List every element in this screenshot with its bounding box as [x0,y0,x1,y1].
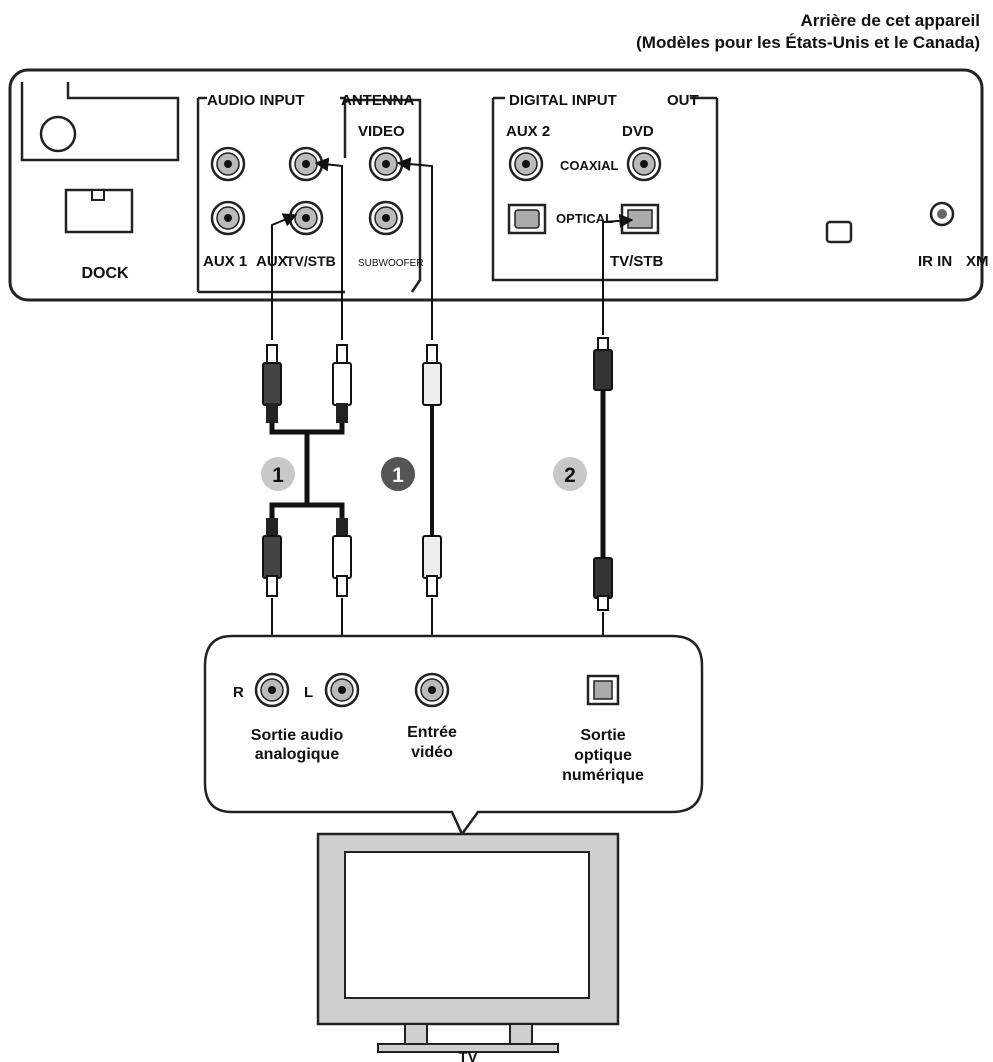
tvstb-label: TV/STB [286,253,336,269]
antenna-group-label: ANTENNA [341,92,414,109]
video-label: VIDEO [358,123,405,140]
svg-text:1: 1 [272,464,284,487]
svg-text:1: 1 [392,464,404,487]
dock-connector-icon [64,188,134,234]
optical-port-tvstb[interactable] [620,203,660,235]
digital-tvstb-label: TV/STB [610,253,664,270]
digital-group-frame [491,96,719,282]
jack-video[interactable] [368,146,404,182]
jack-coaxial-dvd[interactable] [626,146,662,182]
ir-in-label: IR IN [918,253,952,270]
r-label: R [233,684,244,701]
optical-port-aux[interactable] [507,203,547,235]
aux2-label: AUX 2 [506,123,550,140]
jack-ir-in[interactable] [929,201,955,227]
dock-label: DOCK [81,265,129,282]
jack-tvstb[interactable] [288,200,324,236]
xm-label: XM [966,253,989,270]
audio-group-frame [196,96,207,292]
coaxial-label: COAXIAL [560,158,619,173]
audio-out-label-line1: Sortie audio [251,727,344,744]
tv-label: TV [458,1049,477,1062]
dvd-label: DVD [622,123,654,140]
arrow-to-video [396,157,433,340]
header-subtitle: (Modèles pour les États-Unis et le Canad… [636,33,980,52]
knob-icon [39,115,77,153]
arrow-to-aux [314,157,343,340]
badge-optical-cable: 2 [553,457,587,491]
arrow-to-tvstb [271,213,298,340]
service-port-icon [825,220,853,244]
optical-out-label-line1: Sortie [580,727,625,744]
tv-jack-video[interactable] [414,672,450,708]
jack-aux1-top[interactable] [210,146,246,182]
audio-out-label-line2: analogique [255,746,340,763]
jack-aux-top[interactable] [288,146,324,182]
optical-label: OPTICAL [556,211,613,226]
badge-audio-cable: 1 [261,457,295,491]
svg-text:2: 2 [564,464,576,487]
badge-video-cable: 1 [381,457,415,491]
optical-out-label-line3: numérique [562,767,644,784]
audio-plug-red-bottom [262,518,282,597]
jack-coaxial-aux2[interactable] [508,146,544,182]
subwoofer-label: SUBWOOFER [358,258,424,269]
header-title: Arrière de cet appareil [800,11,980,30]
video-in-label-line1: Entrée [407,724,457,741]
panel-corner-frame [20,82,180,162]
tv-icon [316,832,620,1053]
aux1-label: AUX 1 [203,253,247,270]
arrow-to-optical [602,213,634,335]
digital-input-group-label: DIGITAL INPUT [509,92,617,109]
jack-subwoofer[interactable] [368,200,404,236]
video-in-label-line2: vidéo [411,744,453,761]
tv-jack-l[interactable] [324,672,360,708]
jack-aux1-bottom[interactable] [210,200,246,236]
optical-cable [593,337,613,611]
tv-optical-port[interactable] [586,674,620,706]
audio-plug-red-top [262,344,282,423]
out-group-label: OUT [667,92,699,109]
audio-cable [269,423,345,520]
rear-panel [8,68,984,302]
tv-jack-r[interactable] [254,672,290,708]
optical-out-label-line2: optique [574,747,632,764]
audio-input-group-label: AUDIO INPUT [207,92,305,109]
audio-plug-white-top [332,344,352,423]
l-label: L [304,684,313,701]
audio-plug-white-bottom [332,518,352,597]
video-cable [422,344,442,597]
